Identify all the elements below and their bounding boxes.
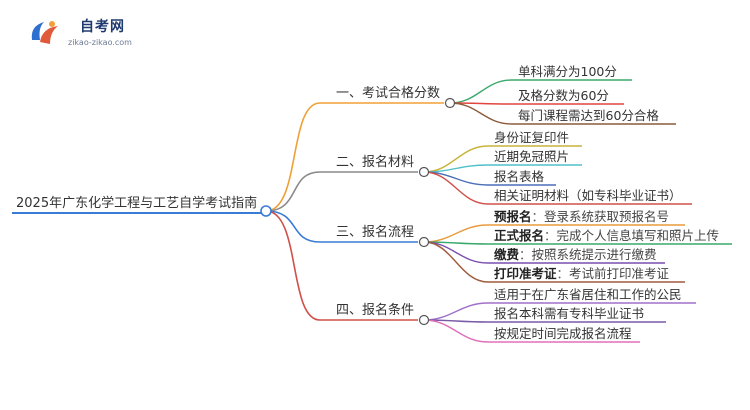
root-label: 2025年广东化学工程与工艺自学考试指南 — [16, 196, 258, 211]
leaf-description: 按照系统提示进行缴费 — [531, 247, 657, 262]
leaf-keyword: 预报名 — [494, 209, 532, 224]
leaf-label: 身份证复印件 — [494, 130, 570, 145]
leaf-label: 适用于在广东省居住和工作的公民 — [494, 287, 682, 302]
branch-label: 四、报名条件 — [336, 303, 415, 318]
leaf-connector — [449, 102, 513, 125]
leaf-label: 正式报名：完成个人信息填写和照片上传 — [494, 228, 720, 243]
root-node-circle — [260, 205, 272, 217]
leaf-label: 单科满分为100分 — [518, 64, 617, 79]
leaf-description: 登录系统获取预报名号 — [544, 209, 670, 224]
branch-connector — [265, 210, 321, 321]
leaf-label: 预报名：登录系统获取预报名号 — [494, 209, 670, 224]
branch-connector — [265, 171, 321, 212]
branch-node-circle — [418, 236, 430, 248]
branch-label: 三、报名流程 — [336, 225, 415, 240]
leaf-connector — [449, 79, 513, 104]
logo-subtitle: zikao-zikao.com — [68, 38, 132, 47]
leaf-connector — [423, 224, 489, 243]
branch-node-circle — [418, 314, 430, 326]
leaf-label: 相关证明材料（如专科毕业证书） — [494, 188, 682, 203]
leaf-keyword: 缴费 — [494, 247, 520, 262]
leaf-connector — [423, 319, 489, 343]
leaf-label: 按规定时间完成报名流程 — [494, 326, 632, 341]
leaf-label: 报名表格 — [494, 169, 545, 184]
leaf-label: 报名本科需有专科毕业证书 — [494, 306, 645, 321]
leaf-connector — [423, 302, 489, 321]
branch-connector — [265, 102, 321, 212]
leaf-label: 近期免冠照片 — [494, 149, 570, 164]
branch-label: 二、报名材料 — [336, 155, 415, 170]
leaf-connector — [423, 164, 489, 173]
leaf-keyword: 正式报名 — [494, 228, 545, 243]
logo-mark-icon — [31, 21, 58, 44]
logo-title: 自考网 — [80, 19, 125, 35]
leaf-connector — [423, 171, 489, 205]
leaf-connector — [423, 241, 489, 283]
branch-node-circle — [444, 97, 456, 109]
branch-label: 一、考试合格分数 — [336, 86, 441, 101]
leaf-label: 每门课程需达到60分合格 — [518, 108, 659, 123]
branch-node-circle — [418, 166, 430, 178]
leaf-description: 考试前打印准考证 — [569, 266, 670, 281]
leaf-label: 及格分数为60分 — [518, 88, 609, 103]
leaf-label: 缴费：按照系统提示进行缴费 — [494, 247, 657, 262]
leaf-label: 打印准考证：考试前打印准考证 — [494, 266, 670, 281]
leaf-keyword: 打印准考证 — [494, 266, 557, 281]
leaf-description: 完成个人信息填写和照片上传 — [556, 228, 720, 243]
branch-connector — [265, 210, 321, 243]
leaf-connector — [423, 241, 489, 264]
logo: 自考网 zikao-zikao.com — [28, 14, 178, 54]
